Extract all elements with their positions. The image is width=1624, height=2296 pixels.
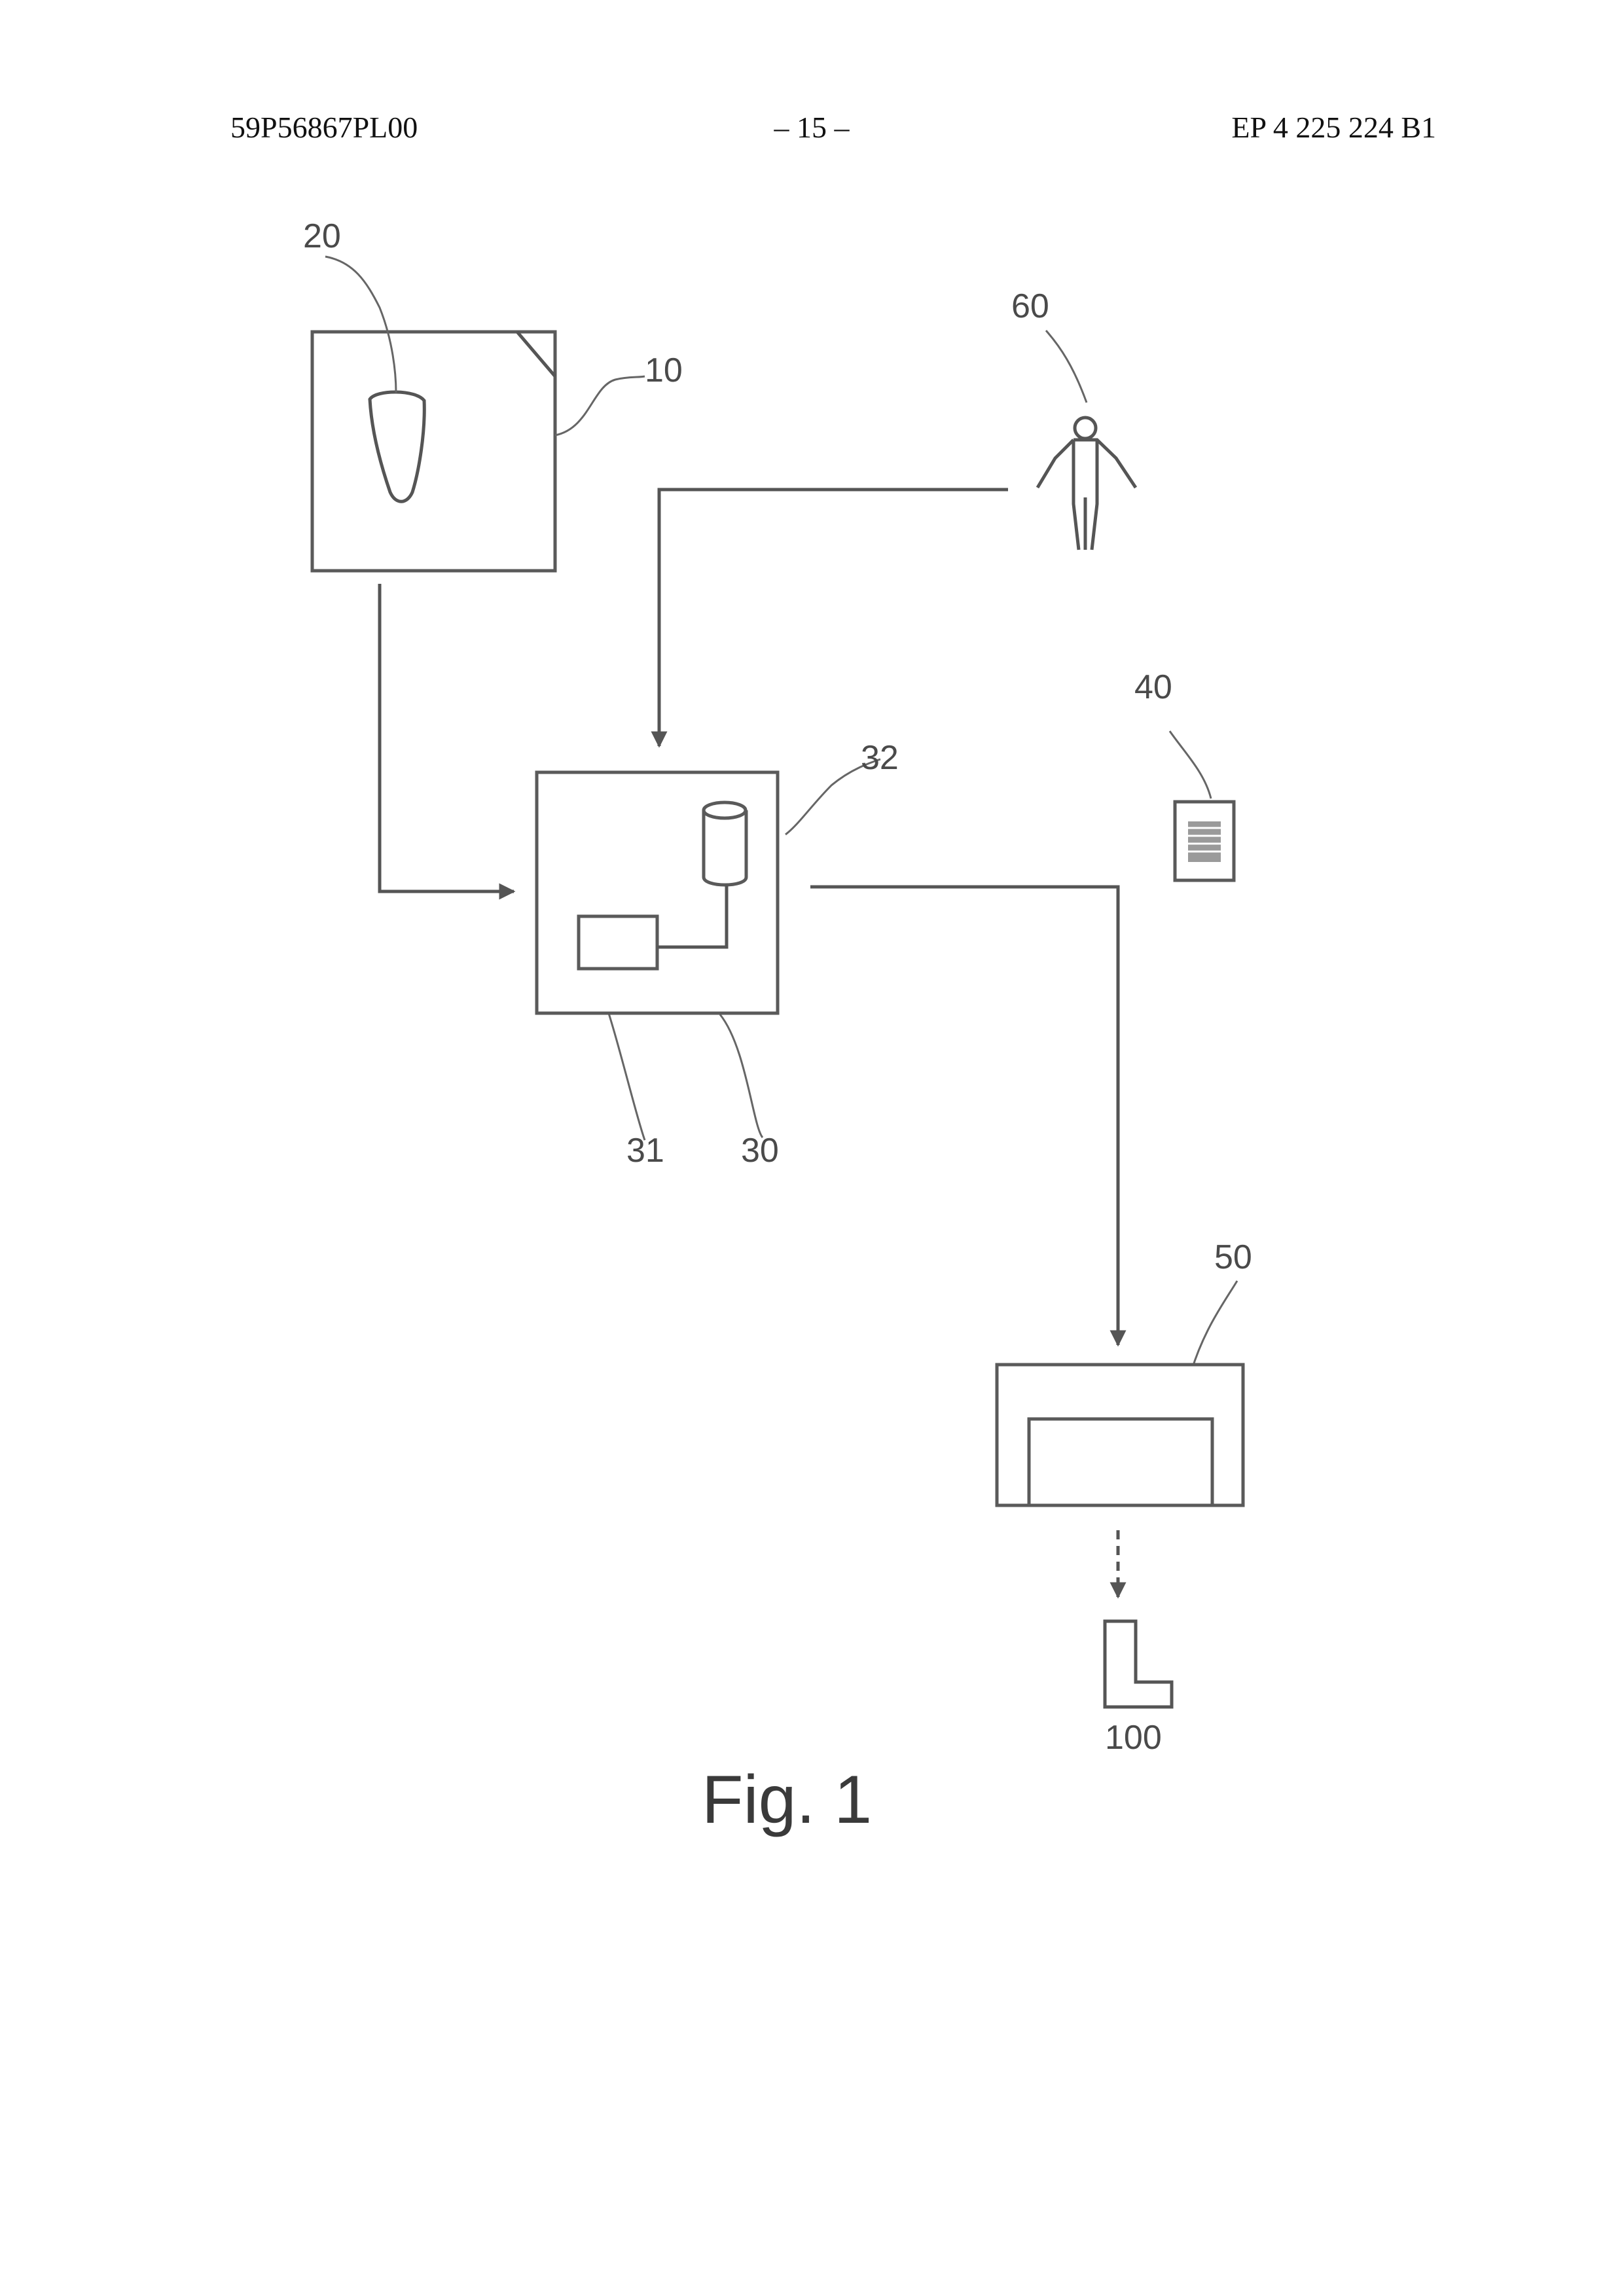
leader-50	[1191, 1281, 1237, 1371]
label-100: 100	[1105, 1719, 1162, 1757]
label-30: 30	[741, 1132, 779, 1170]
label-20: 20	[303, 217, 341, 255]
leader-40	[1170, 731, 1211, 798]
scan-image-10	[312, 332, 555, 571]
label-50: 50	[1214, 1238, 1252, 1276]
user-figure-60	[1038, 418, 1136, 550]
restoration-100	[1105, 1621, 1172, 1707]
arrow-10-to-30	[380, 584, 514, 891]
leader-10	[555, 376, 645, 435]
processor-31	[579, 916, 657, 969]
arrow-30-to-50	[810, 887, 1118, 1345]
processing-unit-30	[537, 772, 778, 1013]
label-10: 10	[645, 351, 683, 389]
document-40	[1175, 802, 1234, 880]
label-32: 32	[861, 739, 899, 777]
leader-30	[720, 1014, 763, 1138]
label-40: 40	[1134, 668, 1172, 706]
storage-cylinder-32	[704, 802, 746, 885]
label-60: 60	[1011, 287, 1049, 325]
arrow-60-to-30	[659, 490, 1008, 746]
figure-caption: Fig. 1	[702, 1762, 872, 1838]
leader-60	[1046, 331, 1087, 403]
milling-machine-50	[997, 1365, 1243, 1505]
label-31: 31	[626, 1132, 664, 1170]
